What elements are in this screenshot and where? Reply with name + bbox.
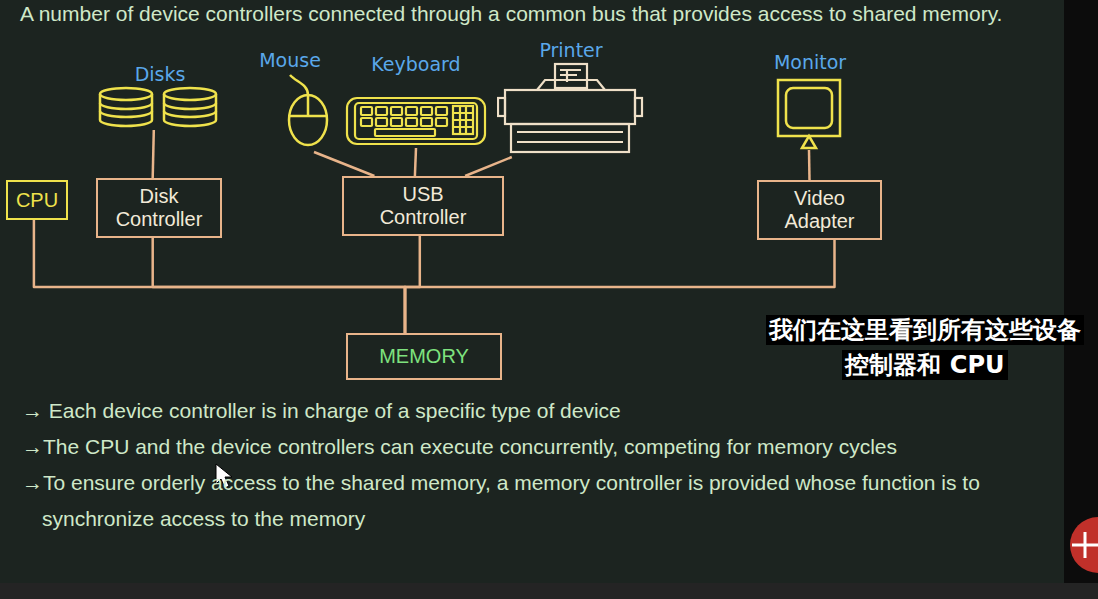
controller-box: USB Controller (342, 176, 504, 236)
printer-icon (497, 62, 645, 157)
mouse-icon (250, 72, 330, 152)
disk-icons (98, 86, 222, 130)
device-cable (808, 150, 811, 180)
device-monitor: Monitor (762, 50, 858, 150)
adapter-box: Video Adapter (757, 180, 882, 240)
record-button (1070, 517, 1098, 573)
cpu-box: CPU (6, 180, 68, 220)
controller-box: Disk Controller (96, 178, 222, 238)
device-label: Keyboard (345, 52, 487, 76)
keyboard-icon (345, 76, 487, 148)
record-cross (1072, 532, 1098, 558)
device-mouse: Mouse (250, 48, 330, 152)
box-label: USB Controller (368, 183, 478, 229)
device-label: Monitor (762, 50, 858, 74)
device-cable (415, 148, 416, 176)
device-label: Mouse (250, 48, 330, 72)
device-cable (314, 152, 374, 176)
slide-text: A number of device controllers connected… (20, 0, 1010, 28)
bullet-list: → Each device controller is in charge of… (22, 393, 1012, 537)
device-cable (153, 130, 154, 178)
device-label: Disks (98, 62, 222, 86)
subtitle-block: 我们在这里看到所有这些设备 控制器和 CPU (760, 314, 1090, 384)
subtitle: 我们在这里看到所有这些设备 控制器和 CPU (766, 315, 1084, 380)
device-label: Printer (497, 38, 645, 62)
device-printer: Printer (497, 38, 645, 157)
box-label: Video Adapter (765, 187, 874, 233)
box-label: CPU (16, 189, 58, 212)
bus-line (405, 236, 420, 333)
bullet-point: →To ensure orderly access to the shared … (22, 465, 1012, 537)
box-label: MEMORY (379, 345, 469, 368)
side-bar (1064, 0, 1098, 583)
bullet-point: →The CPU and the device controllers can … (22, 429, 1012, 465)
monitor-icon (762, 74, 858, 150)
memory-box: MEMORY (346, 333, 502, 380)
device-keyboard: Keyboard (345, 52, 487, 148)
box-label: Disk Controller (104, 185, 214, 231)
bullet-point: → Each device controller is in charge of… (22, 393, 1012, 429)
device-cable (465, 157, 512, 176)
device-disks: Disks (98, 62, 222, 130)
bus-line (153, 238, 405, 333)
bottom-bar (0, 583, 1098, 599)
